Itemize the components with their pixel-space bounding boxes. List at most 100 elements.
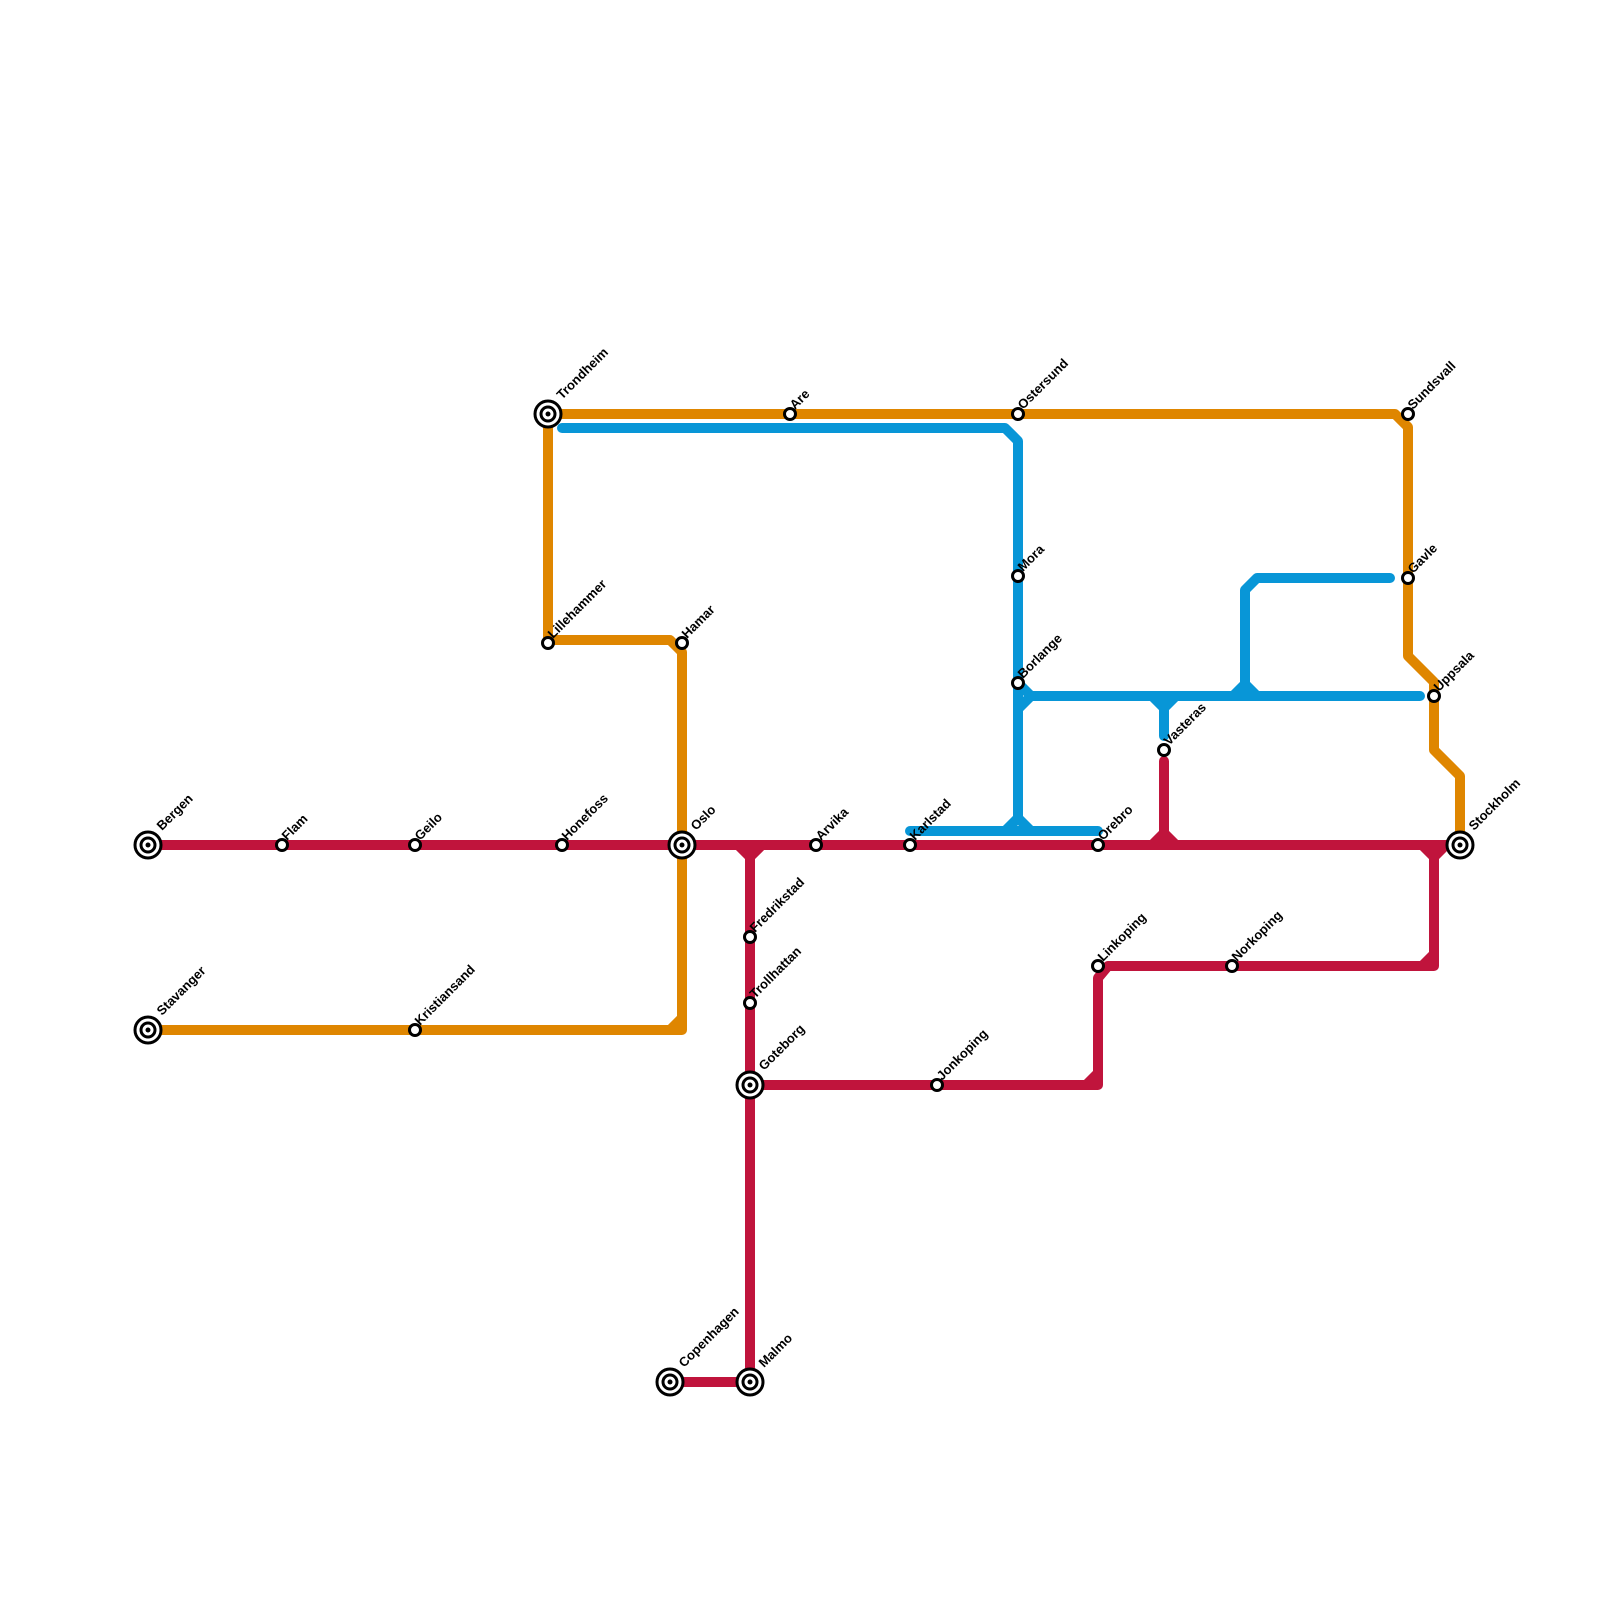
station-bergen[interactable] — [133, 830, 163, 860]
station-label-karlstad: Karlstad — [907, 796, 954, 843]
interchange-dot — [667, 1379, 673, 1385]
station-marker — [1011, 407, 1025, 421]
station-marker — [1011, 569, 1025, 583]
station-label-trollhattan: Trollhattan — [747, 943, 805, 1001]
red-line-segment — [1081, 1068, 1103, 1090]
station-label-fredrikstad: Fredrikstad — [747, 874, 808, 935]
station-label-trondheim: Trondheim — [554, 345, 612, 403]
station-marker — [1225, 959, 1239, 973]
red-line-segment — [733, 840, 767, 862]
station-marker — [809, 838, 823, 852]
red-line — [143, 756, 1460, 1387]
station-marker — [408, 838, 422, 852]
station-label-linkoping: Linkoping — [1095, 910, 1150, 965]
station-trondheim[interactable] — [533, 399, 563, 429]
interchange-dot — [1457, 842, 1463, 848]
blue-line-segment — [1013, 813, 1036, 836]
station-orebro[interactable] — [1091, 838, 1105, 852]
orange-line-segment — [143, 409, 1465, 1035]
station-uppsala[interactable] — [1427, 689, 1441, 703]
station-label-uppsala: Uppsala — [1431, 647, 1478, 694]
red-line-segment — [1147, 756, 1181, 850]
station-goteborg[interactable] — [735, 1070, 765, 1100]
station-stavanger[interactable] — [133, 1015, 163, 1045]
station-label-goteborg: Goteborg — [756, 1021, 808, 1073]
station-marker — [275, 838, 289, 852]
blue-line-segment — [1013, 691, 1425, 714]
station-karlstad[interactable] — [903, 838, 917, 852]
red-line-segment — [1417, 949, 1439, 971]
station-label-geilo: Geilo — [412, 809, 446, 843]
station-flam[interactable] — [275, 838, 289, 852]
station-borlange[interactable] — [1011, 676, 1025, 690]
station-malmo[interactable] — [735, 1367, 765, 1397]
interchange-dot — [145, 842, 151, 848]
station-fredrikstad[interactable] — [743, 930, 757, 944]
station-marker — [1091, 959, 1105, 973]
station-kristiansand[interactable] — [408, 1023, 422, 1037]
station-trollhattan[interactable] — [743, 996, 757, 1010]
station-norkoping[interactable] — [1225, 959, 1239, 973]
station-label-bergen: Bergen — [154, 791, 196, 833]
station-marker — [1091, 838, 1105, 852]
station-stockholm[interactable] — [1445, 830, 1475, 860]
station-marker — [930, 1078, 944, 1092]
station-marker — [1401, 571, 1415, 585]
red-line-segment — [1429, 840, 1451, 862]
blue-line — [557, 423, 1425, 836]
station-label-stavanger: Stavanger — [154, 963, 209, 1018]
station-mora[interactable] — [1011, 569, 1025, 583]
station-honefoss[interactable] — [555, 838, 569, 852]
station-label-arvika: Arvika — [813, 804, 852, 843]
station-label-orebro: Orebro — [1095, 802, 1136, 843]
route-lines — [143, 409, 1465, 1387]
station-label-oslo: Oslo — [688, 802, 719, 833]
station-label-sundsvall: Sundsvall — [1405, 358, 1459, 412]
station-ostersund[interactable] — [1011, 407, 1025, 421]
station-marker — [675, 636, 689, 650]
station-label-jonkoping: Jonkoping — [934, 1026, 991, 1083]
station-jonkoping[interactable] — [930, 1078, 944, 1092]
interchange-dot — [679, 842, 685, 848]
station-labels: Bergen Flam Geilo Honefoss Oslo Arvika Karlsta… — [154, 345, 1524, 1371]
station-lillehammer[interactable] — [541, 636, 555, 650]
station-label-honefoss: Honefoss — [559, 791, 611, 843]
station-marker — [408, 1023, 422, 1037]
station-marker — [541, 636, 555, 650]
station-marker — [1157, 743, 1171, 757]
blue-line-segment — [1228, 573, 1395, 701]
station-linkoping[interactable] — [1091, 959, 1105, 973]
station-label-flam: Flam — [279, 811, 311, 843]
station-label-hamar: Hamar — [679, 602, 718, 641]
station-label-lillehammer: Lillehammer — [545, 576, 610, 641]
station-marker — [743, 930, 757, 944]
stations — [133, 399, 1475, 1397]
station-label-kristiansand: Kristiansand — [412, 962, 478, 1028]
station-marker — [555, 838, 569, 852]
interchange-dot — [747, 1082, 753, 1088]
station-arvika[interactable] — [809, 838, 823, 852]
station-sundsvall[interactable] — [1401, 407, 1415, 421]
station-are[interactable] — [783, 407, 797, 421]
station-geilo[interactable] — [408, 838, 422, 852]
station-marker — [1427, 689, 1441, 703]
station-copenhagen[interactable] — [655, 1367, 685, 1397]
station-label-ostersund: Ostersund — [1015, 356, 1072, 413]
station-hamar[interactable] — [675, 636, 689, 650]
blue-line-segment — [1147, 691, 1181, 741]
station-marker — [1011, 676, 1025, 690]
station-marker — [903, 838, 917, 852]
station-label-copenhagen: Copenhagen — [676, 1304, 742, 1370]
interchange-dot — [545, 411, 551, 417]
interchange-dot — [747, 1379, 753, 1385]
station-oslo[interactable] — [667, 830, 697, 860]
orange-line-segment — [665, 1013, 687, 1035]
blue-line-segment — [557, 423, 1103, 836]
station-vasteras[interactable] — [1157, 743, 1171, 757]
orange-line — [143, 409, 1465, 1035]
station-gavle[interactable] — [1401, 571, 1415, 585]
station-label-stockholm: Stockholm — [1466, 776, 1524, 834]
station-marker — [743, 996, 757, 1010]
station-label-malmo: Malmo — [756, 1330, 796, 1370]
